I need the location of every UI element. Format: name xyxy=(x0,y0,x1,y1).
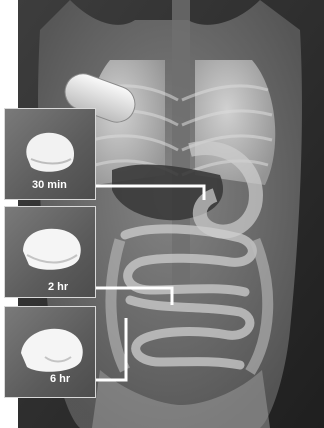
time-label-2hr: 2 hr xyxy=(48,281,68,293)
time-label-30min: 30 min xyxy=(32,179,67,191)
time-label-6hr: 6 hr xyxy=(50,373,70,385)
